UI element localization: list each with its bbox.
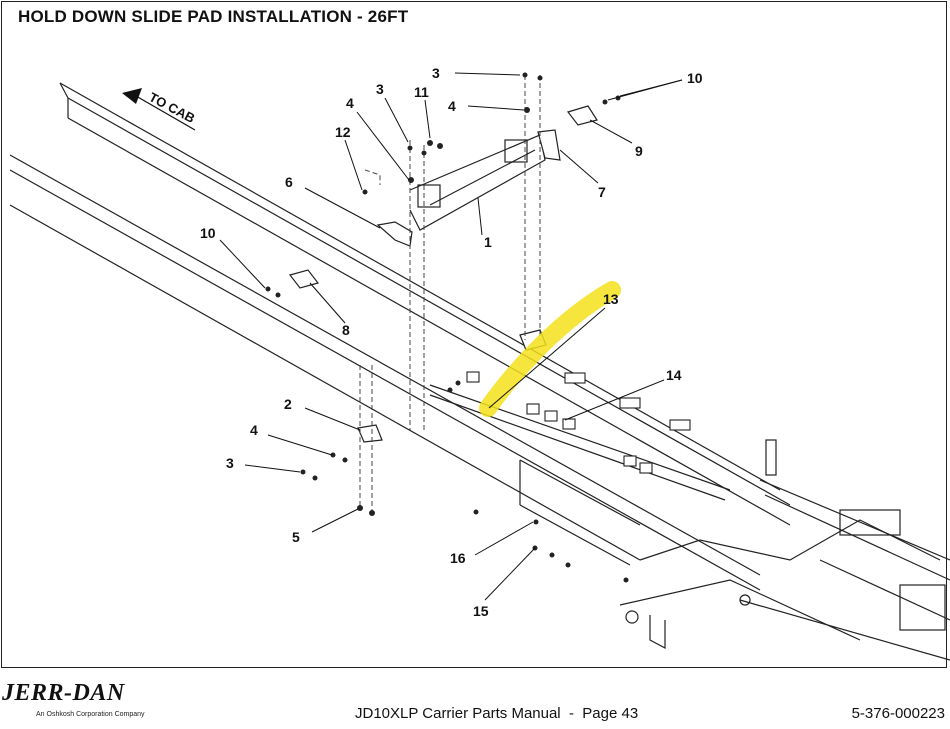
callout-4: 4: [448, 98, 456, 114]
callout-10: 10: [687, 70, 703, 86]
slide-pads: [466, 371, 691, 474]
callout-8: 8: [342, 322, 350, 338]
callout-1: 1: [484, 234, 492, 250]
callout-3: 3: [376, 81, 384, 97]
leader-lines: [219, 72, 683, 601]
callout-5: 5: [292, 529, 300, 545]
brand-tagline: An Oshkosh Corporation Company: [36, 711, 145, 718]
callout-11: 11: [414, 84, 429, 100]
callout-16: 16: [450, 550, 466, 566]
lower-beam: [429, 384, 731, 566]
page-title: HOLD DOWN SLIDE PAD INSTALLATION - 26FT: [18, 7, 409, 26]
callout-12: 12: [335, 124, 351, 140]
document-part-number: 5-376-000223: [851, 705, 945, 722]
callout-14: 14: [666, 367, 682, 383]
callout-6: 6: [285, 174, 293, 190]
callout-3: 3: [226, 455, 234, 471]
to-cab-arrow: TO CAB: [122, 88, 198, 131]
exploded-diagram: TO CAB 3 3 4 11 4 12 6 1 7: [9, 65, 950, 661]
brand-logo: JERR-DAN: [2, 680, 125, 706]
page-frame: [1, 1, 947, 668]
left-rail: [9, 82, 791, 591]
callout-9: 9: [635, 143, 643, 159]
bracket-part-1: [409, 134, 546, 231]
callout-highlight: [479, 281, 621, 417]
manual-page-reference: JD10XLP Carrier Parts Manual - Page 43: [355, 705, 639, 722]
pads: [288, 105, 598, 443]
callout-2: 2: [284, 396, 292, 412]
callout-13: 13: [603, 291, 619, 307]
callout-7: 7: [598, 184, 606, 200]
fastener-lines: [359, 75, 541, 510]
frame-assembly: [619, 439, 950, 661]
callout-4: 4: [346, 95, 354, 111]
bolts: [265, 72, 629, 583]
page-footer: JERR-DAN An Oshkosh Corporation Company …: [0, 672, 950, 729]
callout-4: 4: [250, 422, 258, 438]
direction-label: TO CAB: [147, 89, 198, 126]
callout-3: 3: [432, 65, 440, 81]
callouts: 3 3 4 11 4 12 6 1 7 9 10 10 8 13 14 2 4 …: [200, 65, 703, 619]
callout-10: 10: [200, 225, 216, 241]
callout-15: 15: [473, 603, 489, 619]
